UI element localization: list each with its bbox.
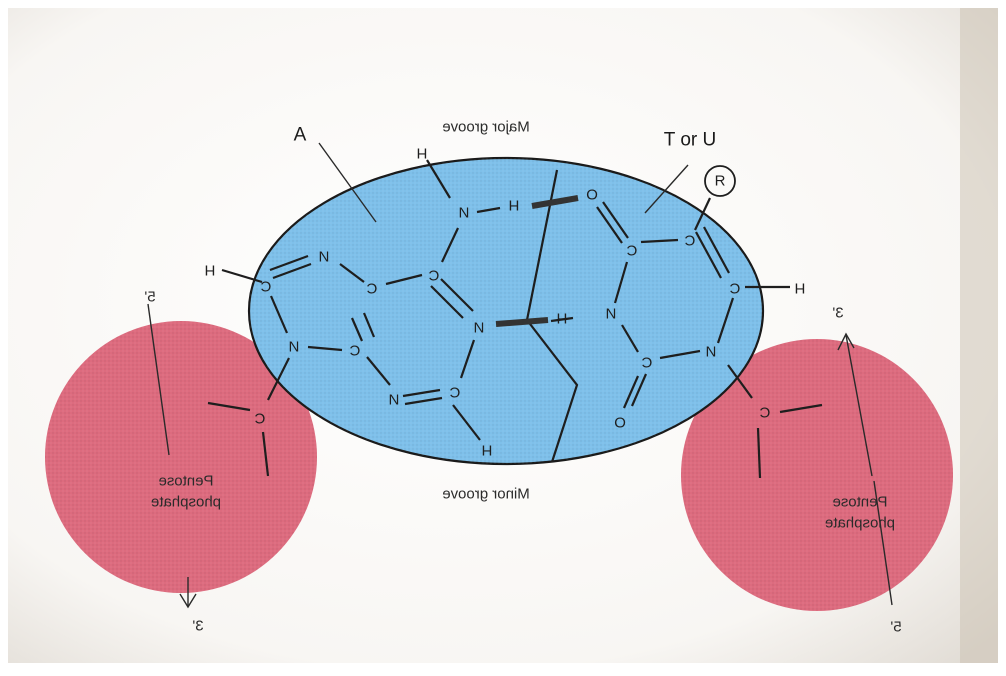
r-group-circle — [704, 165, 736, 197]
pentose-left-bond-2 — [261, 431, 270, 477]
atom-c: C — [729, 280, 740, 297]
atom-n: N — [289, 338, 300, 355]
atom-c: C — [641, 354, 652, 371]
atom-n: N — [319, 248, 330, 265]
atom-c: C — [254, 410, 265, 427]
pentose-left-bond-1 — [207, 401, 251, 412]
atom-h: H — [417, 145, 428, 162]
atom-n: N — [606, 305, 617, 322]
label-3-prime-right: 3' — [832, 305, 843, 322]
pointer-a — [318, 142, 377, 223]
atom-n: N — [389, 391, 400, 408]
label-minor-groove: Minor groove — [442, 486, 530, 503]
arrow-3-left-head — [179, 593, 197, 609]
hydrogen-bond-lower — [495, 317, 549, 327]
thymine-bonds — [596, 197, 823, 479]
label-major-groove: Major groove — [442, 119, 530, 136]
arrow-3-right-shaft — [845, 334, 873, 477]
adenine-bonds — [221, 159, 501, 441]
atom-c: C — [366, 280, 377, 297]
atom-n: N — [706, 343, 717, 360]
base-pair-texture — [249, 158, 763, 464]
nh-bond-lower — [550, 316, 574, 323]
pentose-left-texture — [45, 321, 317, 593]
atom-c: C — [626, 242, 637, 259]
atom-o: O — [586, 186, 598, 203]
pointer-5-right — [873, 480, 893, 606]
page-edge-shadow — [960, 8, 998, 663]
adenine-atoms: H N H C N C H N C C N C H N C — [205, 145, 520, 459]
atom-n: N — [474, 319, 485, 336]
label-3-prime-left: 3' — [192, 618, 203, 635]
label-5-prime-right: 5' — [890, 619, 901, 636]
atom-h: H — [795, 280, 806, 297]
atom-o: O — [614, 414, 626, 431]
hydrogen-bond-upper — [531, 195, 579, 209]
label-pentose-right-line1: Pentose — [832, 494, 887, 511]
r-group-label: R — [715, 173, 726, 190]
label-5-prime-left: 5' — [144, 289, 155, 306]
atom-c: C — [349, 342, 360, 359]
atom-c: C — [428, 267, 439, 284]
label-a: A — [294, 125, 307, 146]
thymine-atoms: O C C C H H N N C O C — [557, 186, 806, 431]
atom-c: C — [684, 232, 695, 249]
atom-c: C — [759, 404, 770, 421]
atom-c: C — [449, 384, 460, 401]
arrow-3-right-head — [837, 332, 855, 351]
groove-divider-line — [525, 169, 579, 463]
atom-n: N — [459, 204, 470, 221]
pointer-5-left — [147, 303, 170, 456]
label-pentose-right-line2: phosphate — [825, 515, 895, 532]
atom-c: C — [260, 278, 271, 295]
label-pentose-left-line2: phosphate — [151, 494, 221, 511]
atom-h: H — [509, 197, 520, 214]
label-pentose-left-line1: Pentose — [158, 473, 213, 490]
label-t-or-u: T or U — [664, 130, 716, 151]
atom-h: H — [482, 442, 493, 459]
atom-h: H — [557, 310, 568, 327]
pentose-right-texture — [681, 339, 953, 611]
pointer-t-or-u — [644, 164, 689, 214]
atom-h: H — [205, 262, 216, 279]
